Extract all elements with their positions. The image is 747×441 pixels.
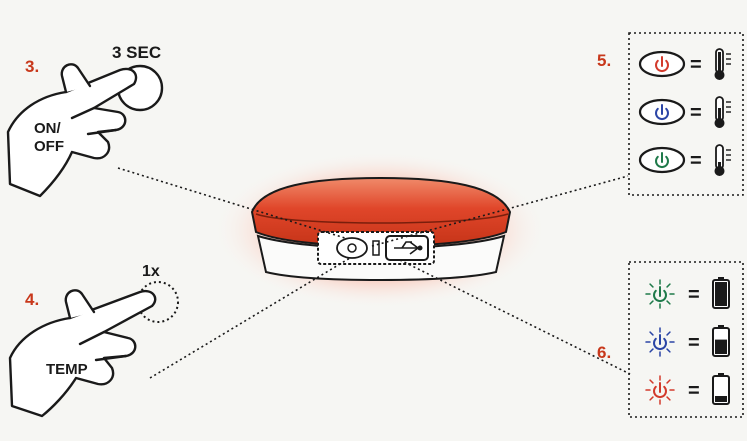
battery-level-icon (712, 373, 730, 405)
power-icon (655, 56, 669, 73)
battery-fill (715, 339, 727, 354)
step-5-number: 5. (597, 51, 611, 70)
step-4-group: 4. 1x TEMP (8, 263, 179, 418)
temp-label: TEMP (46, 361, 88, 378)
equals-sign: = (690, 102, 702, 124)
step-5-group: 5. = = = (597, 32, 744, 196)
battery-row-medium: = (645, 325, 730, 357)
connector-step4 (149, 257, 351, 379)
thermometer-medium-icon (714, 96, 731, 128)
equals-sign: = (690, 54, 702, 76)
temperature-legend-box (628, 32, 744, 196)
battery-legend-box (628, 261, 744, 418)
step-4-number: 4. (25, 290, 39, 309)
step-6-number: 6. (597, 343, 611, 362)
battery-level-icon (712, 277, 730, 309)
blinking-power-icon (653, 334, 667, 351)
temperature-row-low: = (638, 144, 731, 176)
blinking-power-icon (653, 286, 667, 303)
blink-rays-icon (645, 279, 675, 309)
battery-level-icon (712, 325, 730, 357)
blink-rays-icon (645, 375, 675, 405)
connector-step5 (371, 175, 629, 247)
usb-port-icon[interactable] (385, 235, 429, 261)
temperature-row-high: = (638, 48, 731, 80)
connector-lines (117, 167, 631, 379)
power-button-icon[interactable] (336, 237, 368, 259)
step-3-number: 3. (25, 57, 39, 76)
tap-indicator-icon (137, 281, 179, 323)
power-icon (655, 152, 669, 169)
battery-row-low: = (645, 373, 730, 405)
equals-sign: = (688, 284, 700, 306)
thermometer-high-icon (714, 48, 731, 80)
battery-fill (715, 282, 727, 306)
temperature-row-medium: = (638, 96, 731, 128)
blinking-power-icon (653, 382, 667, 399)
step-6-group: 6. = = = (597, 261, 744, 418)
on-off-label-line1: ON/ (34, 120, 62, 137)
hand-tap-icon (8, 289, 157, 418)
power-icon (655, 104, 669, 121)
equals-sign: = (690, 150, 702, 172)
thermometer-low-icon (714, 144, 731, 176)
battery-row-full: = (645, 277, 730, 309)
hold-duration-label: 3 SEC (112, 43, 161, 62)
battery-fill (715, 396, 727, 402)
equals-sign: = (688, 332, 700, 354)
hand-press-icon (6, 63, 138, 198)
equals-sign: = (688, 380, 700, 402)
step-3-group: 3. 3 SEC ON/ OFF (6, 43, 164, 198)
press-count-label: 1x (142, 263, 160, 280)
on-off-label-line2: OFF (34, 138, 64, 155)
blink-rays-icon (645, 327, 675, 357)
light-indicator-icon (372, 240, 380, 256)
heater-device (210, 150, 550, 310)
